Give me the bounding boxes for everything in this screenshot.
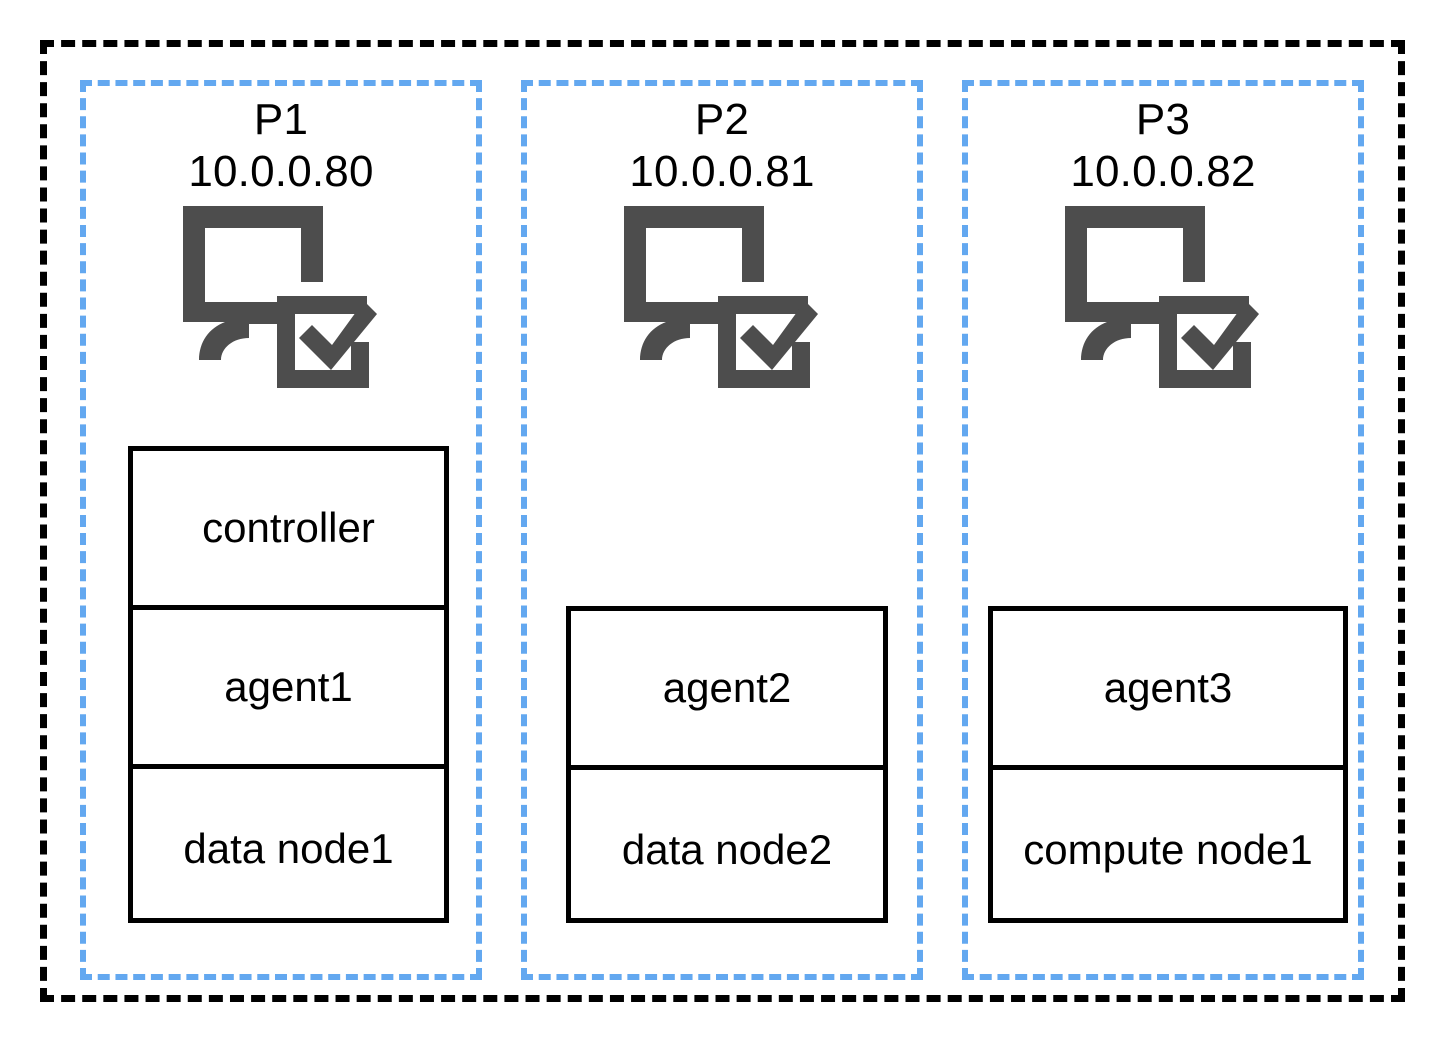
machine-ip-p3: 10.0.0.82 bbox=[1070, 146, 1256, 196]
service-box-compute-node1[interactable]: compute node1 bbox=[1023, 825, 1313, 873]
machine-header-p3: P3 10.0.0.82 bbox=[968, 94, 1358, 198]
cluster-boundary bbox=[40, 40, 1405, 1002]
service-stack-p3: agent3 compute node1 bbox=[988, 606, 1348, 923]
machine-name-p3: P3 bbox=[1135, 95, 1191, 144]
service-stack-p2: agent2 data node2 bbox=[566, 606, 888, 923]
machine-panel-p1: P1 10.0.0.80 controller agent1 data node… bbox=[80, 80, 482, 980]
machine-ip-p1: 10.0.0.80 bbox=[188, 146, 374, 196]
service-box-controller[interactable]: controller bbox=[133, 451, 444, 610]
service-box-agent1[interactable]: agent1 bbox=[133, 610, 444, 769]
monitor-check-icon bbox=[1063, 204, 1263, 390]
machine-header-p2: P2 10.0.0.81 bbox=[527, 94, 917, 198]
machine-name-p1: P1 bbox=[253, 95, 309, 144]
machine-header-p1: P1 10.0.0.80 bbox=[86, 94, 476, 198]
service-box-data-node1[interactable]: data node1 bbox=[183, 824, 394, 872]
service-box-agent2[interactable]: agent2 bbox=[571, 611, 883, 770]
machine-panel-p3: P3 10.0.0.82 agent3 compute node1 bbox=[962, 80, 1364, 980]
service-stack-p1: controller agent1 data node1 bbox=[128, 446, 449, 923]
monitor-check-icon bbox=[181, 204, 381, 390]
monitor-check-icon bbox=[622, 204, 822, 390]
service-box-agent3[interactable]: agent3 bbox=[993, 611, 1343, 770]
machine-panel-p2: P2 10.0.0.81 agent2 data node2 bbox=[521, 80, 923, 980]
machine-name-p2: P2 bbox=[694, 95, 750, 144]
service-box-data-node2[interactable]: data node2 bbox=[621, 825, 833, 873]
machine-ip-p2: 10.0.0.81 bbox=[629, 146, 815, 196]
